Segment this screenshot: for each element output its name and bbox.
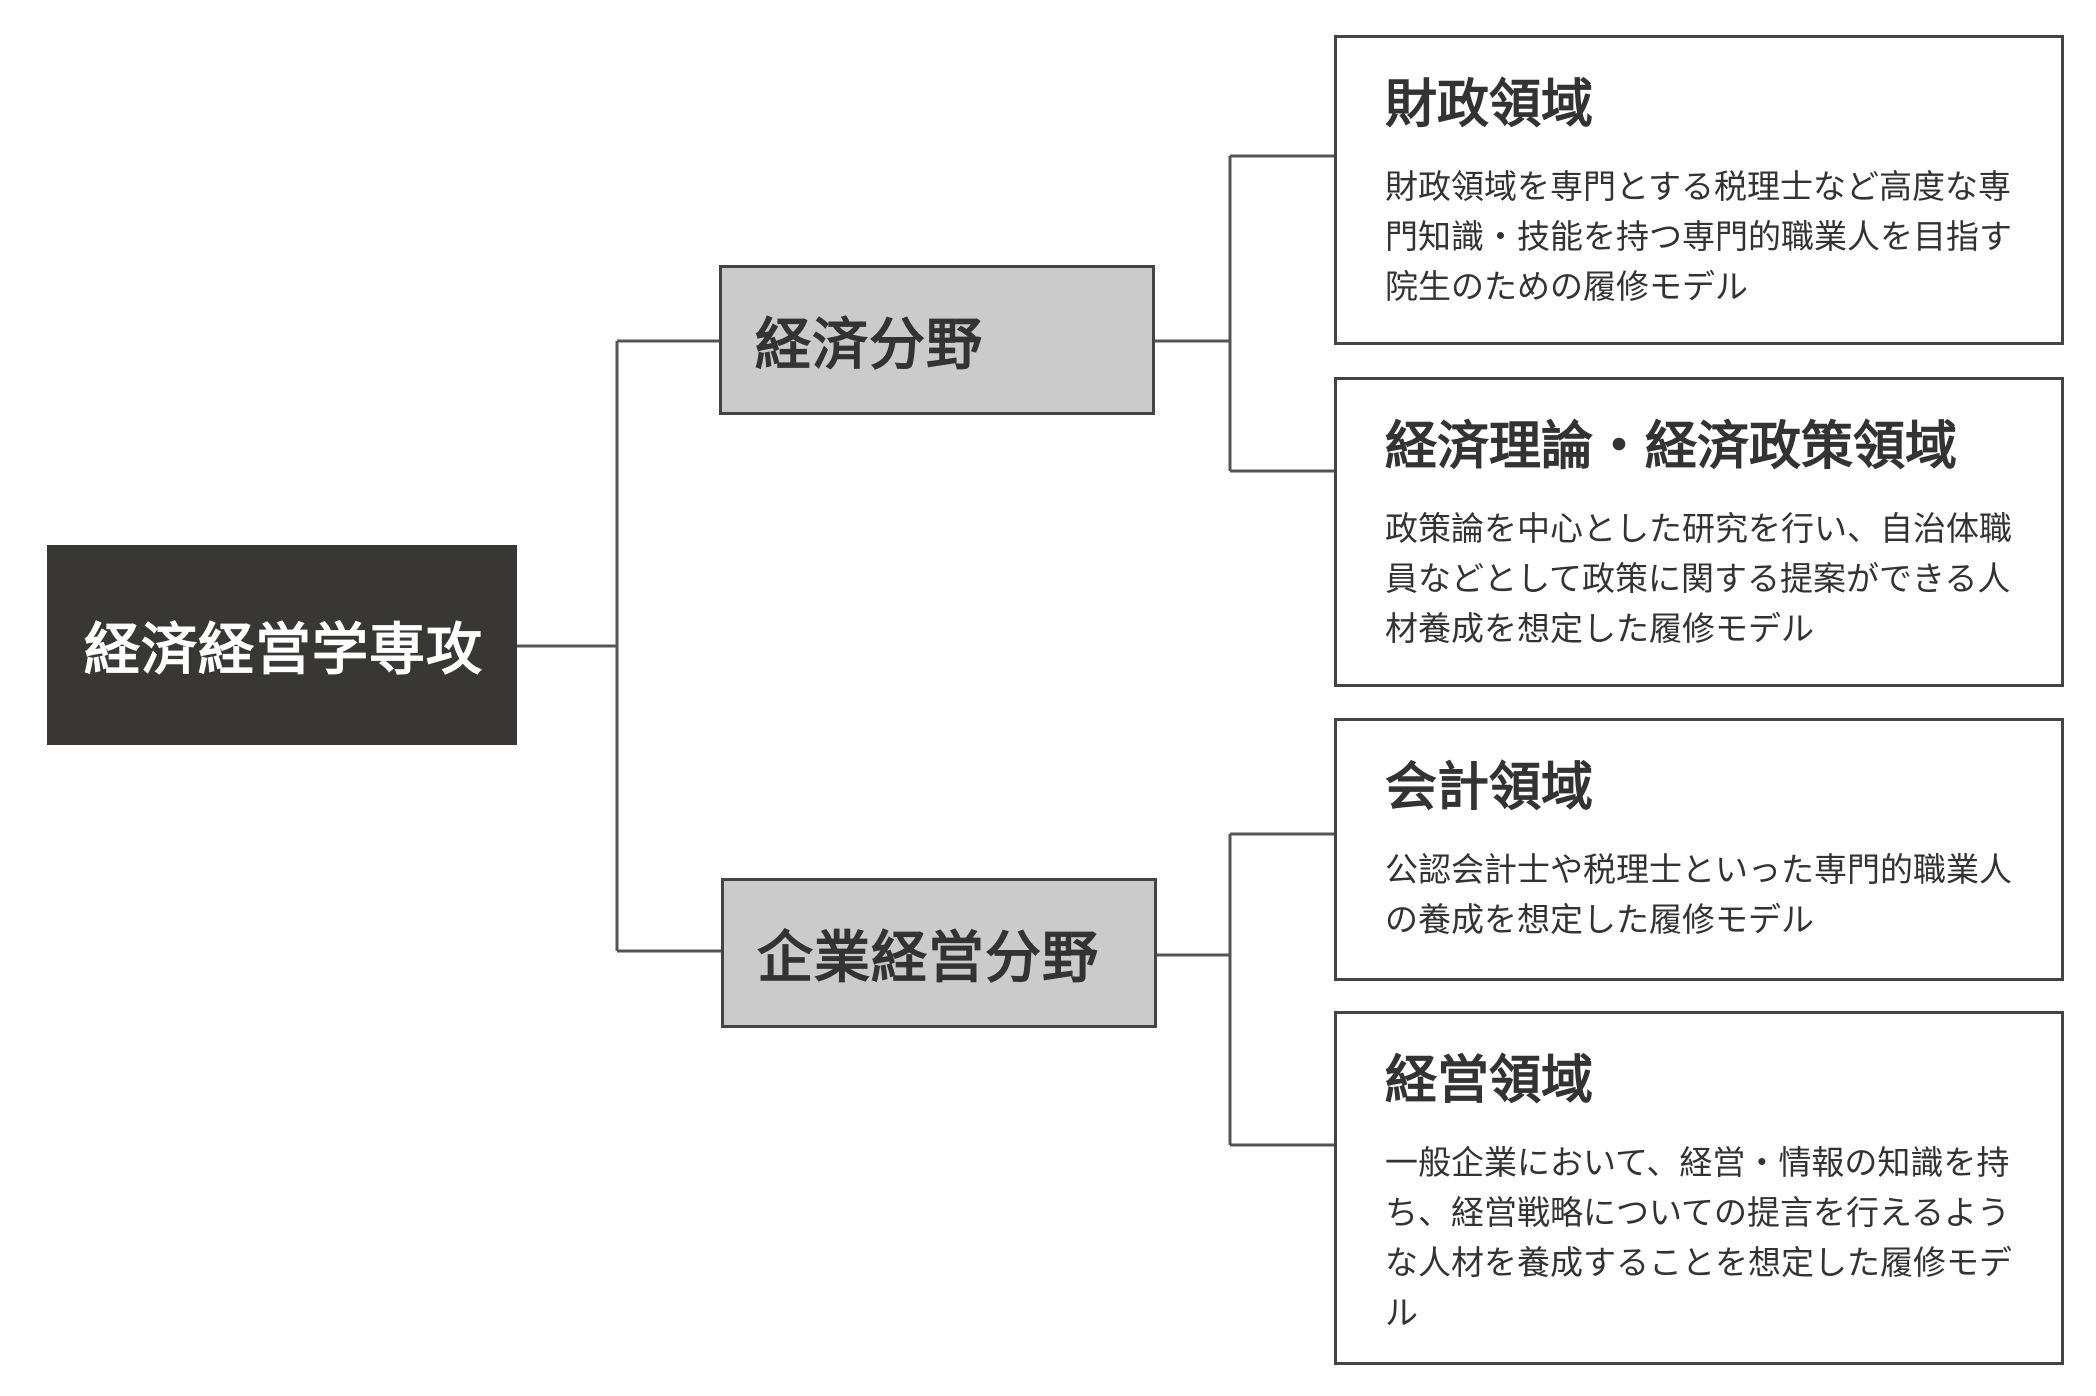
domain-accounting: 会計領域 公認会計士や税理士といった専門的職業人の養成を想定した履修モデル bbox=[1334, 718, 2064, 981]
domain-accounting-title: 会計領域 bbox=[1385, 758, 1594, 818]
domain-finance-description: 財政領域を専門とする税理士など高度な専門知識・技能を持つ専門的職業人を目指す院生… bbox=[1385, 166, 2012, 306]
category-business-label: 企業経営分野 bbox=[757, 925, 1099, 991]
domain-management: 経営領域 一般企業において、経営・情報の知識を持ち、経営戦略についての提言を行え… bbox=[1334, 1011, 2064, 1365]
domain-economic-policy: 経済理論・経済政策領域 政策論を中心とした研究を行い、自治体職員などとして政策に… bbox=[1334, 377, 2064, 687]
category-business-management: 企業経営分野 bbox=[721, 878, 1157, 1028]
domain-economic-policy-description: 政策論を中心とした研究を行い、自治体職員などとして政策に関する提案ができる人材養… bbox=[1385, 508, 2012, 648]
domain-economic-policy-title: 経済理論・経済政策領域 bbox=[1385, 417, 1958, 477]
root-node-major: 経済経営学専攻 bbox=[47, 545, 517, 745]
domain-finance-title: 財政領域 bbox=[1385, 75, 1594, 135]
category-economics: 経済分野 bbox=[719, 265, 1155, 415]
domain-management-title: 経営領域 bbox=[1385, 1051, 1594, 1111]
root-label: 経済経営学専攻 bbox=[84, 617, 483, 683]
domain-management-description: 一般企業において、経営・情報の知識を持ち、経営戦略についての提言を行えるような人… bbox=[1385, 1142, 2012, 1332]
category-economics-label: 経済分野 bbox=[755, 312, 983, 378]
domain-finance: 財政領域 財政領域を専門とする税理士など高度な専門知識・技能を持つ専門的職業人を… bbox=[1334, 35, 2064, 345]
domain-accounting-description: 公認会計士や税理士といった専門的職業人の養成を想定した履修モデル bbox=[1385, 849, 2012, 939]
